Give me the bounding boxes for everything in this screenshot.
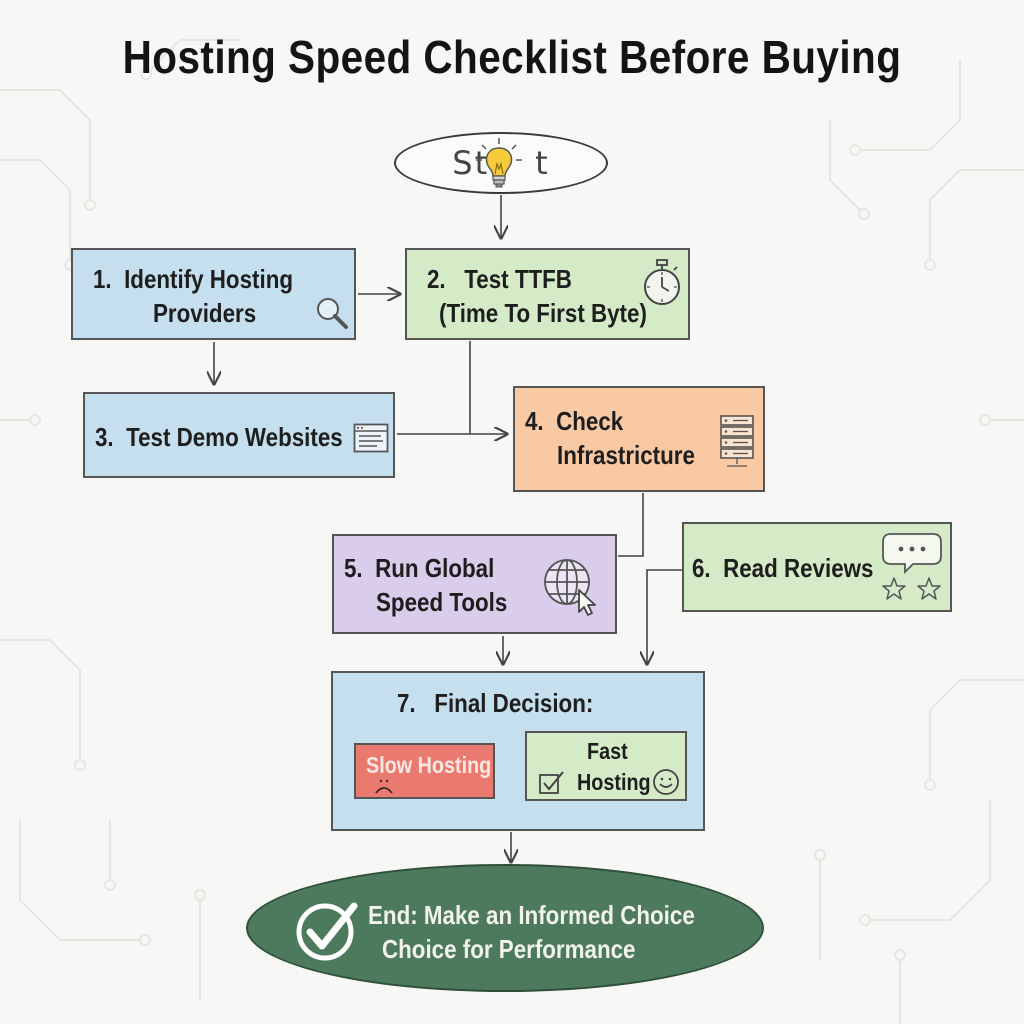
step-test-demo-websites: 3. Test Demo Websites	[83, 392, 395, 478]
start-label-left: St	[452, 144, 490, 182]
stopwatch-icon	[644, 259, 680, 305]
fast-hosting-label-line1: Fast	[587, 738, 628, 764]
start-label-right: t	[535, 144, 550, 182]
step5-label-line2: Speed Tools	[376, 587, 508, 617]
end-label-line1: End: Make an Informed Choice	[368, 900, 695, 930]
step1-label-line2: Providers	[153, 298, 257, 328]
globe-cursor-icon	[544, 559, 596, 616]
step-test-ttfb: 2. Test TTFB (Time To First Byte)	[405, 248, 690, 340]
step-run-global-speed-tools: 5. Run Global Speed Tools	[332, 534, 617, 634]
checkbox-icon	[539, 771, 564, 794]
step5-label-line1: 5. Run Global	[344, 553, 495, 583]
step6-label: 6. Read Reviews	[692, 553, 874, 583]
server-rack-icon	[720, 415, 754, 467]
end-label-line2: Choice for Performance	[382, 934, 636, 964]
option-fast-hosting: Fast Hosting	[525, 731, 687, 801]
start-node: St t	[394, 132, 608, 194]
end-node: End: Make an Informed Choice Choice for …	[246, 864, 764, 992]
browser-window-icon	[353, 423, 389, 453]
fast-hosting-label-line2: Hosting	[577, 769, 651, 795]
step-read-reviews: 6. Read Reviews	[682, 522, 952, 612]
step7-label: 7. Final Decision:	[397, 688, 594, 718]
step4-label-line2: Infrastricture	[557, 440, 695, 470]
step-identify-hosting-providers: 1. Identify Hosting Providers	[71, 248, 356, 340]
check-circle-icon	[296, 902, 358, 961]
step-check-infrastructure: 4. Check Infrastricture	[513, 386, 765, 492]
slow-hosting-label: Slow Hosting	[366, 752, 492, 778]
step2-label-line1: 2. Test TTFB	[427, 264, 572, 294]
lightbulb-icon	[476, 138, 522, 188]
diagram-title: Hosting Speed Checklist Before Buying	[122, 31, 902, 83]
chat-stars-icon	[882, 533, 942, 600]
option-slow-hosting: Slow Hosting	[354, 743, 495, 799]
step3-label: 3. Test Demo Websites	[95, 422, 343, 452]
step2-label-line2: (Time To First Byte)	[439, 298, 647, 328]
step4-label-line1: 4. Check	[525, 406, 624, 436]
sad-face-icon	[375, 779, 393, 794]
magnifier-icon	[317, 298, 348, 329]
smiley-icon	[653, 769, 679, 795]
step1-label-line1: 1. Identify Hosting	[93, 264, 294, 294]
